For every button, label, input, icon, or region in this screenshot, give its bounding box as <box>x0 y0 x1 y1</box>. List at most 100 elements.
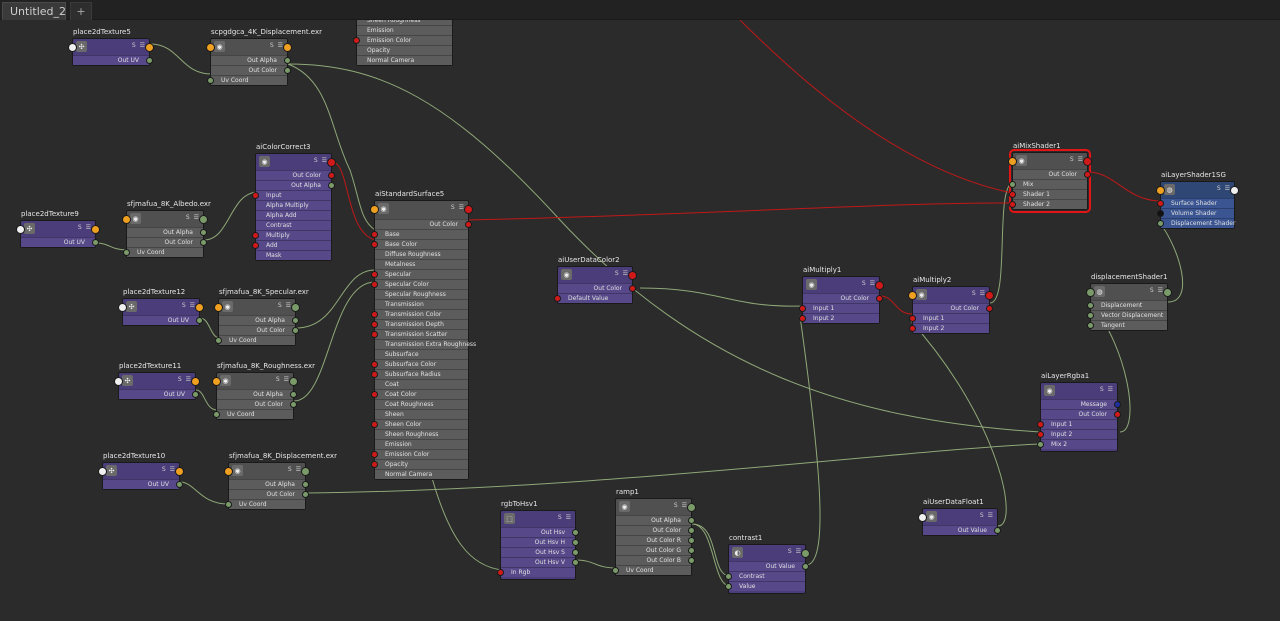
output-plug[interactable] <box>572 559 579 566</box>
output-plug[interactable] <box>688 527 695 534</box>
attr-subsurface-radius[interactable]: Subsurface Radius <box>371 369 468 379</box>
node-mode-icons[interactable]: S ☰ <box>971 290 986 297</box>
output-plug[interactable] <box>688 537 695 544</box>
output-plug[interactable] <box>196 317 203 324</box>
attr-mix[interactable]: Mix <box>1009 179 1087 189</box>
output-plug[interactable] <box>302 481 309 488</box>
attr-out-uv[interactable]: Out UV <box>103 479 183 489</box>
attr-displacement[interactable]: Displacement <box>1087 300 1167 310</box>
node-mode-icons[interactable]: S ☰ <box>275 376 290 383</box>
attr-value[interactable]: Value <box>725 581 805 591</box>
output-plug[interactable] <box>328 182 335 189</box>
attr-input-1[interactable]: Input 1 <box>909 313 989 323</box>
input-plug[interactable] <box>122 215 131 224</box>
input-plug[interactable] <box>371 321 378 328</box>
input-plug[interactable] <box>98 467 107 476</box>
input-plug[interactable] <box>252 242 259 249</box>
attr-out-color[interactable]: Out Color <box>803 293 883 303</box>
node-mode-icons[interactable]: S ☰ <box>77 224 92 231</box>
output-plug[interactable] <box>1163 288 1172 297</box>
node-mode-icons[interactable]: S ☰ <box>557 514 572 521</box>
input-plug[interactable] <box>1157 200 1164 207</box>
output-plug[interactable] <box>284 67 291 74</box>
attr-out-hsv[interactable]: Out Hsv <box>501 527 579 537</box>
attr-specular-color[interactable]: Specular Color <box>371 279 468 289</box>
output-plug[interactable] <box>292 317 299 324</box>
node-displacement[interactable]: sfjmafua_8K_Displacement.exr◉S ☰Out Alph… <box>224 452 337 510</box>
input-plug[interactable] <box>214 303 223 312</box>
attr-base-color[interactable]: Base Color <box>371 239 468 249</box>
attr-uv-coord[interactable]: Uv Coord <box>225 499 305 509</box>
attr-out-color[interactable]: Out Color <box>1013 169 1091 179</box>
node-place2dtexture10[interactable]: place2dTexture10✣S ☰Out UV <box>98 452 184 490</box>
input-plug[interactable] <box>1009 201 1016 208</box>
attr-add[interactable]: Add <box>252 240 331 250</box>
input-plug[interactable] <box>371 451 378 458</box>
output-plug[interactable] <box>985 291 994 300</box>
input-plug[interactable] <box>114 377 123 386</box>
input-plug[interactable] <box>1087 302 1094 309</box>
output-plug[interactable] <box>145 43 154 52</box>
output-plug[interactable] <box>802 563 809 570</box>
attr-opacity[interactable]: Opacity <box>357 45 452 55</box>
output-plug[interactable] <box>92 239 99 246</box>
input-plug[interactable] <box>908 291 917 300</box>
output-plug[interactable] <box>465 221 472 228</box>
input-plug[interactable] <box>353 37 360 44</box>
input-plug[interactable] <box>371 391 378 398</box>
attr-default-value[interactable]: Default Value <box>554 293 632 303</box>
node-mode-icons[interactable]: S ☰ <box>131 42 146 49</box>
output-plug[interactable] <box>176 481 183 488</box>
attr-subsurface[interactable]: Subsurface <box>375 349 468 359</box>
input-plug[interactable] <box>497 569 504 576</box>
attr-sheen-roughness[interactable]: Sheen Roughness <box>375 429 468 439</box>
attr-subsurface-color[interactable]: Subsurface Color <box>371 359 468 369</box>
attr-displacement-shader[interactable]: Displacement Shader <box>1157 218 1235 228</box>
input-plug[interactable] <box>252 192 259 199</box>
attr-emission[interactable]: Emission <box>357 25 452 35</box>
attr-input-2[interactable]: Input 2 <box>909 323 989 333</box>
attr-input-1[interactable]: Input 1 <box>799 303 879 313</box>
input-plug[interactable] <box>370 205 379 214</box>
input-plug[interactable] <box>1157 220 1164 227</box>
input-plug[interactable] <box>207 77 214 84</box>
attr-specular-roughness[interactable]: Specular Roughness <box>375 289 468 299</box>
attr-vector-displacement[interactable]: Vector Displacement <box>1087 310 1167 320</box>
input-plug[interactable] <box>1037 421 1044 428</box>
output-plug[interactable] <box>875 281 884 290</box>
output-plug[interactable] <box>801 549 810 558</box>
attr-contrast[interactable]: Contrast <box>725 571 805 581</box>
output-plug[interactable] <box>284 57 291 64</box>
node-mode-icons[interactable]: S ☰ <box>277 302 292 309</box>
attr-out-uv[interactable]: Out UV <box>73 55 153 65</box>
node-mode-icons[interactable]: S ☰ <box>287 466 302 473</box>
attr-mask[interactable]: Mask <box>256 250 331 260</box>
output-plug[interactable] <box>327 158 336 167</box>
node-mode-icons[interactable]: S ☰ <box>673 502 688 509</box>
input-plug[interactable] <box>371 371 378 378</box>
attr-out-color[interactable]: Out Color <box>127 237 207 247</box>
tab-untitled[interactable]: Untitled_2 <box>2 2 66 20</box>
input-plug[interactable] <box>1086 288 1095 297</box>
attr-out-hsv-h[interactable]: Out Hsv H <box>501 537 579 547</box>
input-plug[interactable] <box>612 567 619 574</box>
attr-out-uv[interactable]: Out UV <box>119 389 199 399</box>
attr-input-2[interactable]: Input 2 <box>1037 429 1117 439</box>
output-plug[interactable] <box>629 285 636 292</box>
node-mode-icons[interactable]: S ☰ <box>1099 386 1114 393</box>
node-mode-icons[interactable]: S ☰ <box>979 512 994 519</box>
attr-out-uv[interactable]: Out UV <box>21 237 99 247</box>
input-plug[interactable] <box>1037 441 1044 448</box>
attr-out-color[interactable]: Out Color <box>229 489 309 499</box>
input-plug[interactable] <box>799 305 806 312</box>
attr-transmission-depth[interactable]: Transmission Depth <box>371 319 468 329</box>
